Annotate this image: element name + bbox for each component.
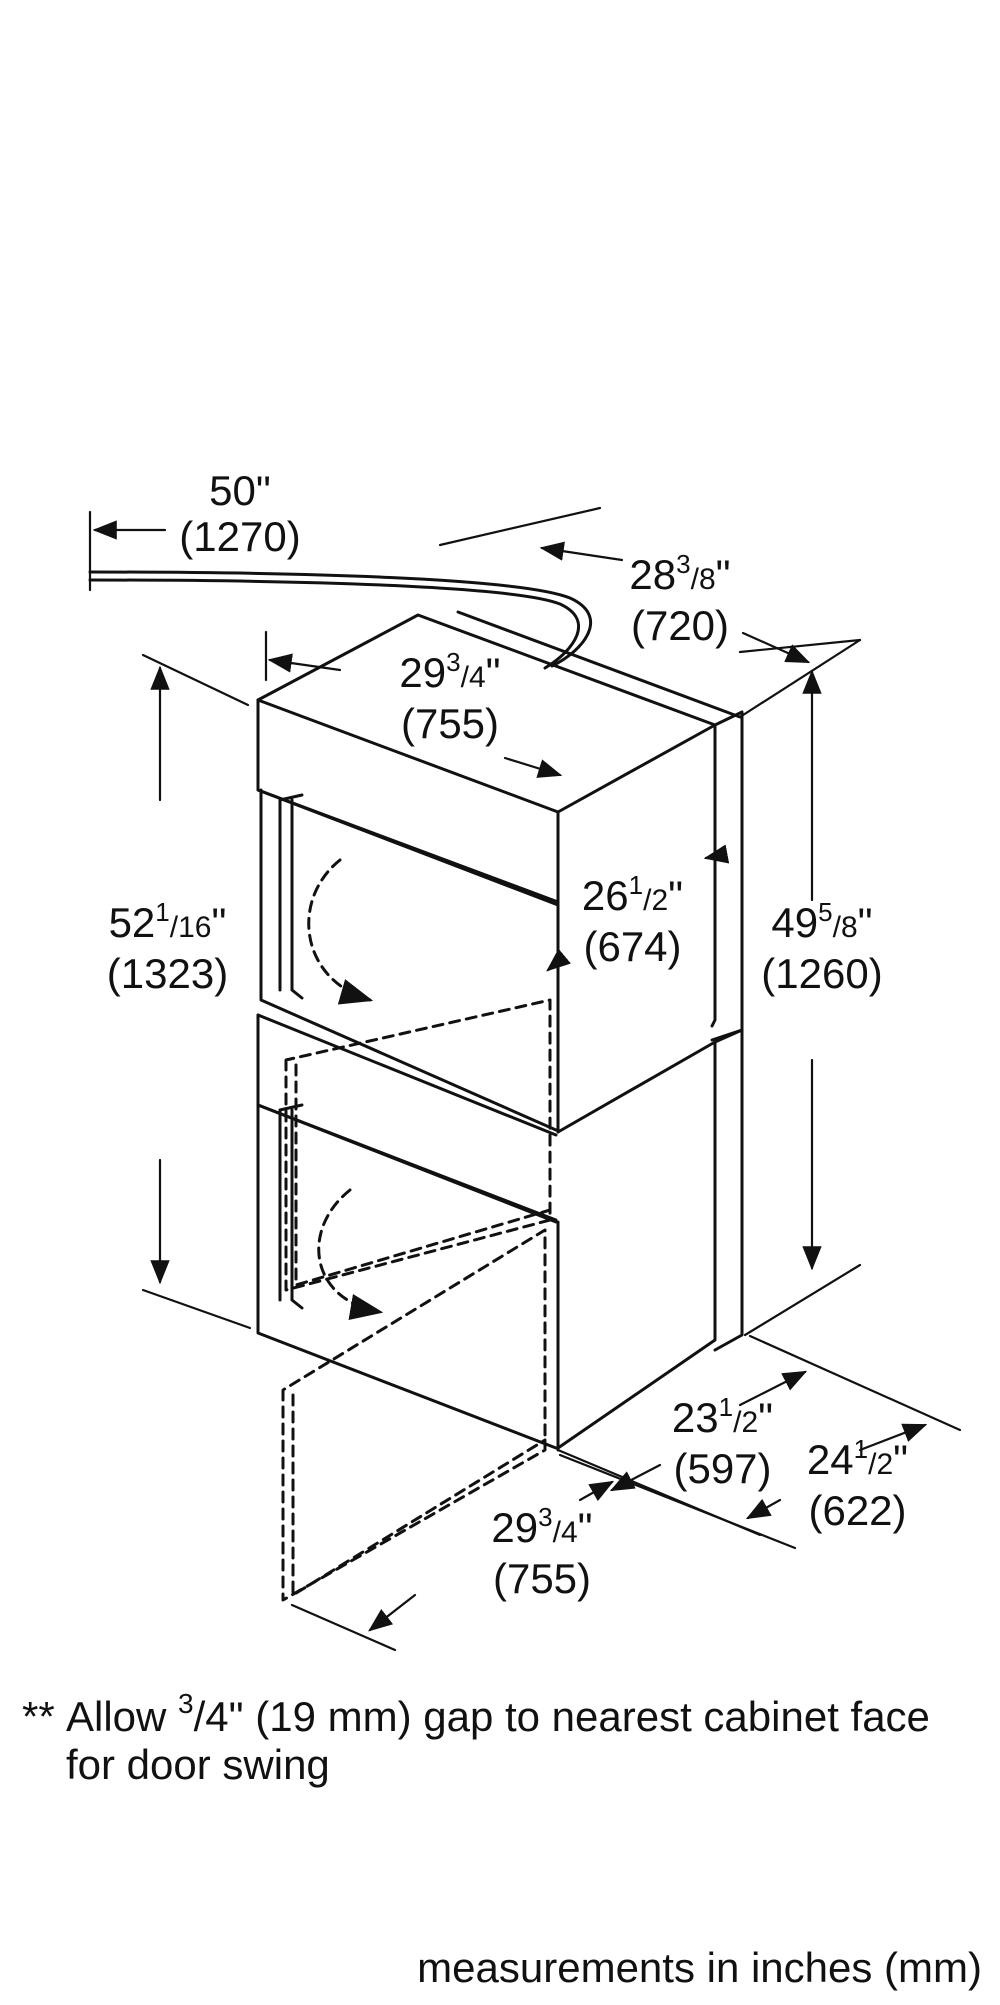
dim-overall-depth-mm: (622)	[808, 1487, 907, 1534]
dim-overall-depth: 241/2" (622)	[790, 1434, 925, 1534]
dim-front-height-inches: 521/16"	[108, 897, 227, 946]
footnote-text: Allow 3/4" (19 mm) gap to nearest cabine…	[66, 1688, 930, 1789]
units-caption: measurements in inches (mm)	[417, 1944, 982, 1991]
dimension-lines	[88, 506, 962, 1652]
dim-top-depth-mm: (720)	[630, 602, 730, 649]
dim-top-width-inches: 293/4"	[399, 647, 501, 696]
dim-top-width-mm: (755)	[400, 700, 500, 747]
footnote-marker: **	[22, 1693, 55, 1740]
dim-side-depth-inches: 261/2"	[581, 870, 684, 919]
dim-overall-depth-inches: 241/2"	[806, 1434, 909, 1483]
dim-cord-mm: (1270)	[179, 513, 301, 560]
dim-side-depth-mm: (674)	[583, 923, 682, 970]
dim-back-height: 495/8" (1260)	[752, 897, 892, 997]
dim-front-height: 521/16" (1323)	[95, 897, 240, 997]
power-cord	[88, 570, 592, 670]
dim-bottom-width: 293/4" (755)	[472, 1502, 612, 1602]
dim-top-depth: 283/8" (720)	[610, 549, 750, 649]
dim-back-height-mm: (1260)	[761, 950, 883, 997]
dim-base-depth-inches: 231/2"	[671, 1392, 774, 1441]
upper-oven-outline	[256, 610, 744, 1134]
dim-base-depth: 231/2" (597)	[655, 1392, 790, 1492]
dim-bottom-width-inches: 293/4"	[491, 1502, 593, 1551]
dim-side-depth: 261/2" (674)	[565, 870, 700, 970]
door-handles	[278, 793, 304, 1310]
dim-top-width: 293/4" (755)	[380, 647, 520, 747]
dim-front-height-mm: (1323)	[106, 950, 229, 997]
dim-bottom-width-mm: (755)	[492, 1555, 592, 1602]
dim-cord-length: 50" (1270)	[165, 468, 315, 560]
dim-cord-inches: 50"	[209, 467, 271, 514]
dim-base-depth-mm: (597)	[673, 1445, 772, 1492]
dim-top-depth-inches: 283/8"	[629, 549, 731, 598]
dim-back-height-inches: 495/8"	[771, 897, 873, 946]
door-swing	[281, 858, 552, 1602]
lower-oven-outline	[256, 1013, 744, 1452]
